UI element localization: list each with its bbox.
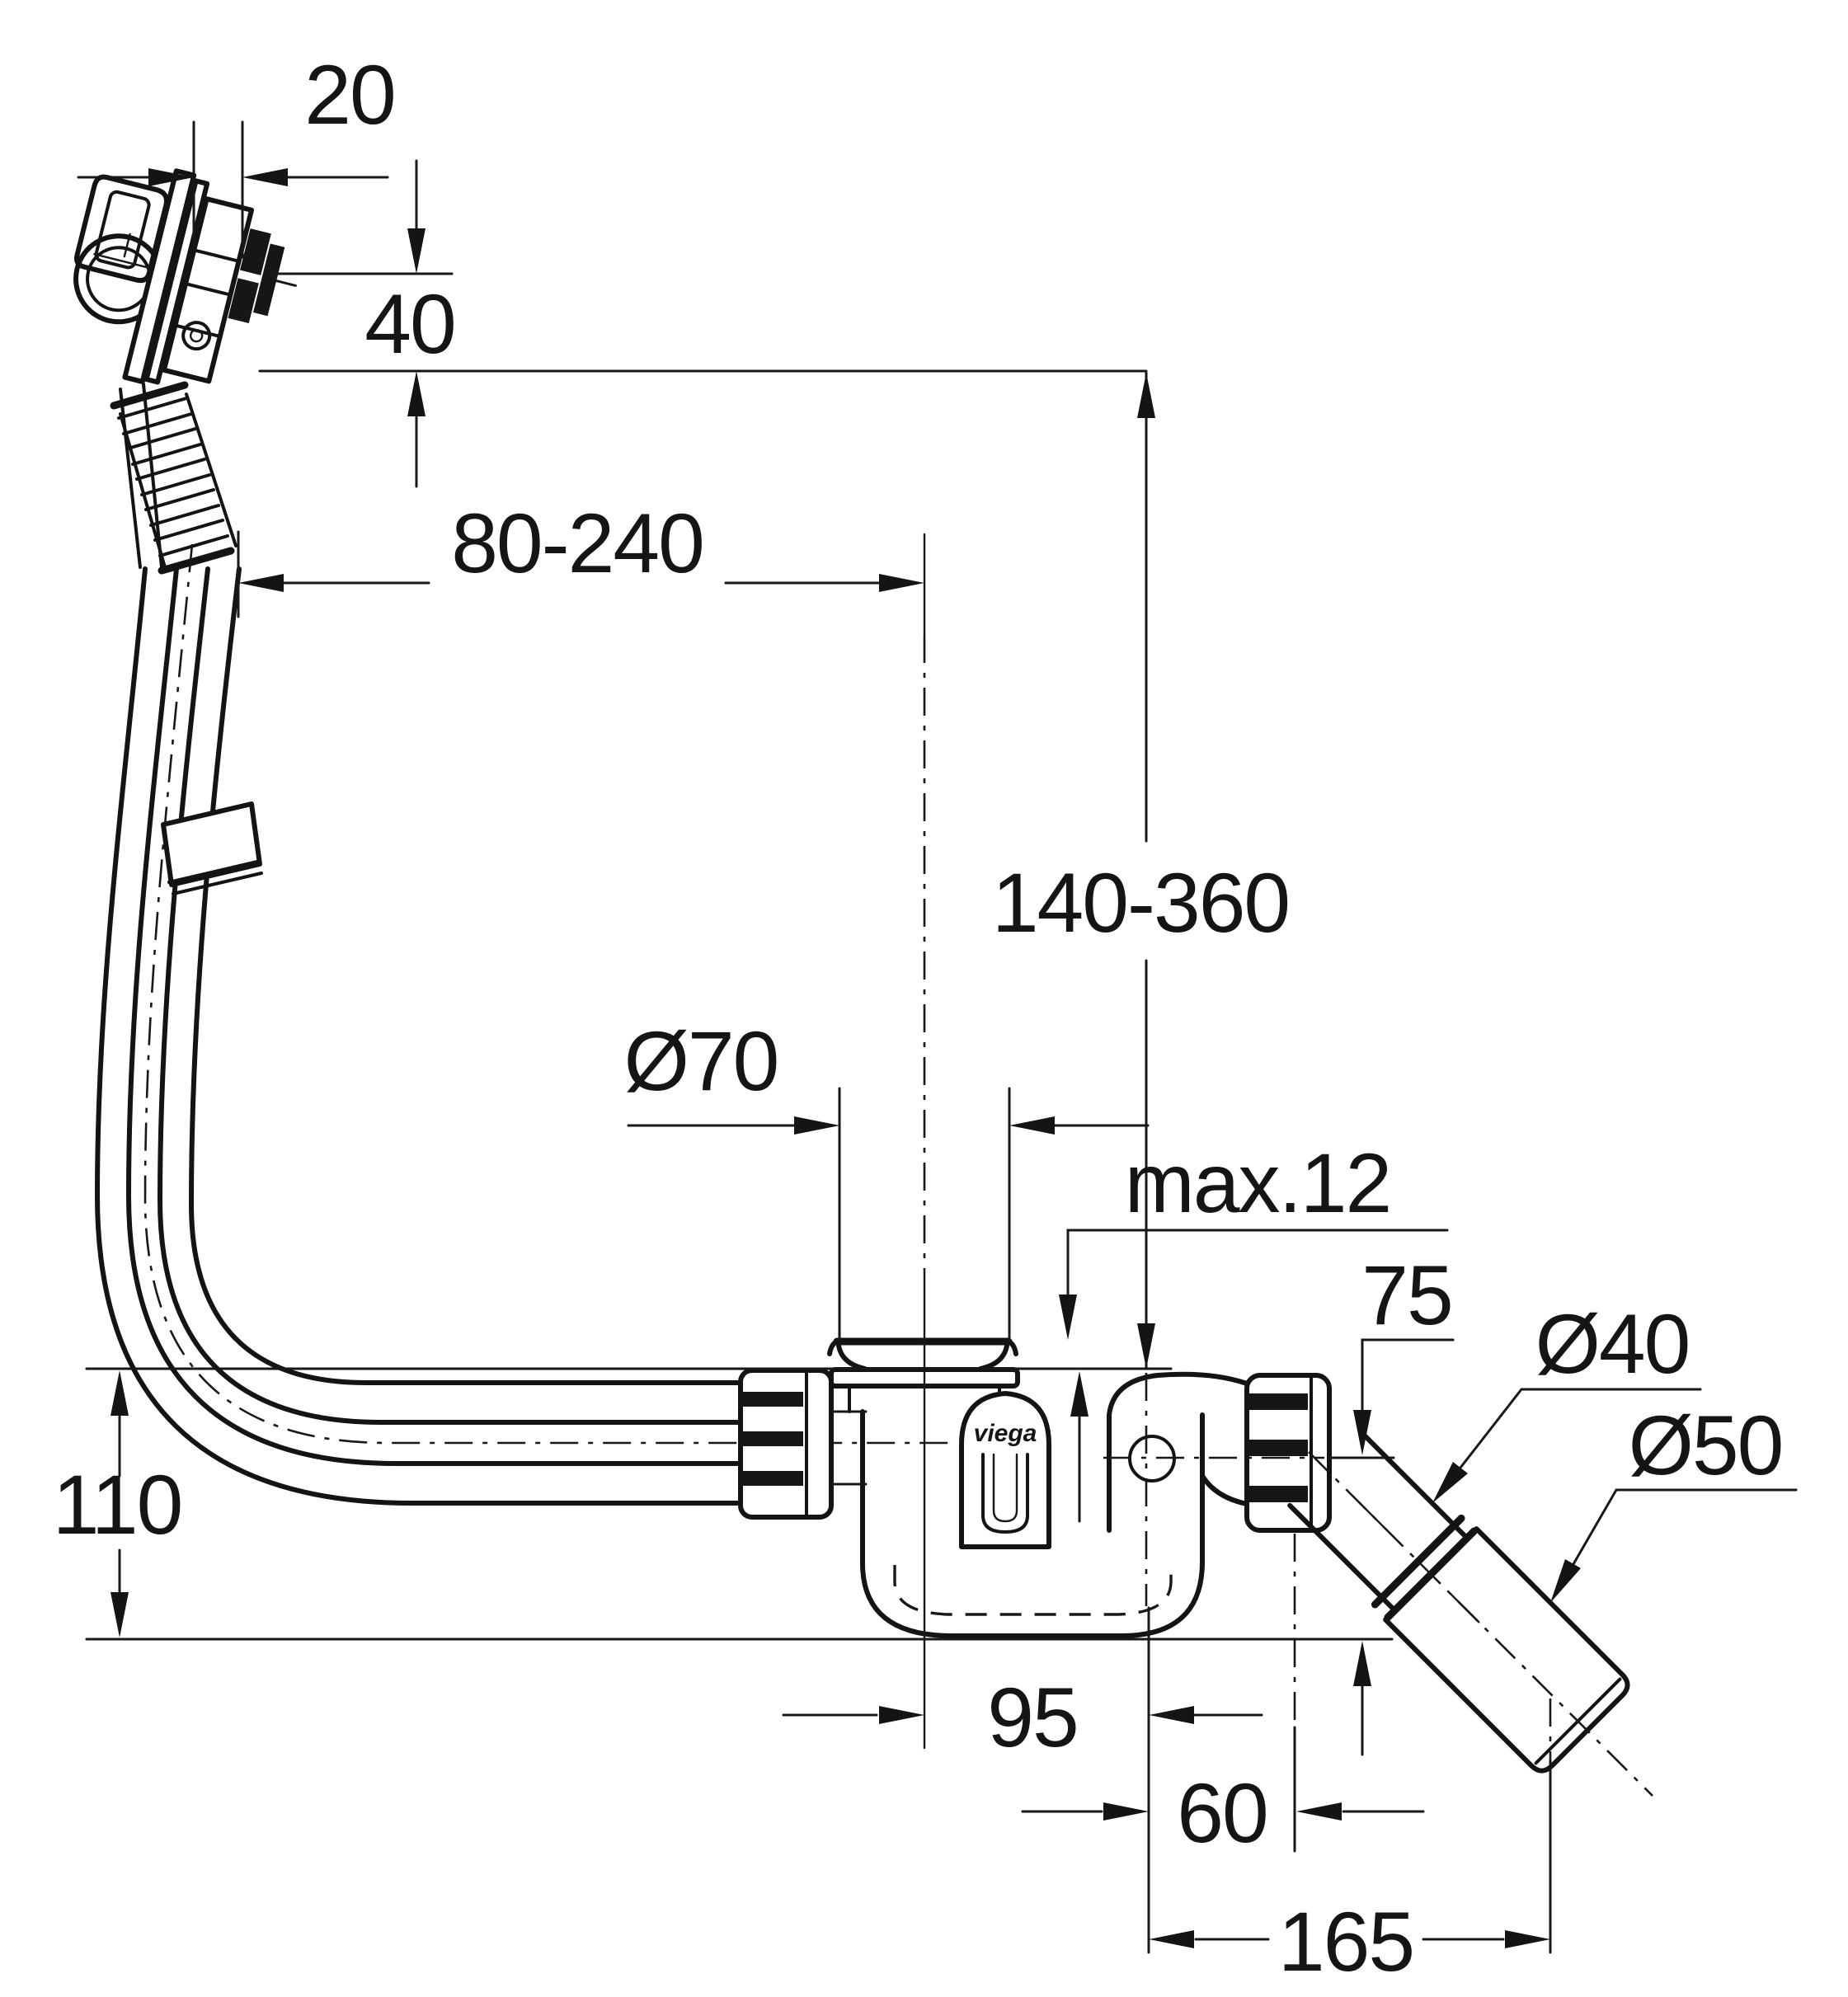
dim-label-dia50: Ø50: [1629, 1398, 1783, 1492]
dim-165: 165: [1149, 1699, 1552, 1989]
arrowhead: [879, 1706, 924, 1724]
overflow-filler-unit: [73, 168, 297, 385]
dim-label-165: 165: [1278, 1895, 1413, 1989]
dim-20: 20: [77, 48, 397, 259]
dim-max12: max.12: [1059, 1136, 1449, 1523]
arrowhead: [1070, 1371, 1089, 1417]
trap-water-line: [893, 1565, 1173, 1616]
arrowhead: [1137, 373, 1155, 418]
arrowhead: [111, 1592, 129, 1638]
dim-label-140-360: 140-360: [992, 856, 1289, 950]
arrowhead: [879, 574, 924, 592]
dim-label-95: 95: [987, 1670, 1077, 1764]
arrowhead: [1149, 1930, 1194, 1948]
elbow-union-nut: [1244, 1373, 1332, 1533]
arrowhead: [1550, 1559, 1581, 1603]
dim-110: 110: [53, 1370, 183, 1638]
dim-75: 75: [1328, 1248, 1455, 1756]
hose-coupling-sleeve: [161, 801, 263, 895]
dim-label-20: 20: [304, 48, 394, 142]
bellows-hose: [110, 381, 237, 575]
trap-body: [860, 1409, 1205, 1638]
arrowhead: [1296, 1802, 1342, 1821]
dim-95: 95: [782, 1606, 1263, 1954]
arrowhead: [407, 371, 426, 416]
dim-dia70: Ø70: [624, 1014, 1150, 1341]
dim-80-240: 80-240: [237, 496, 924, 618]
arrowhead: [1149, 1706, 1194, 1724]
dim-label-75: 75: [1361, 1248, 1451, 1342]
arrowhead: [1353, 1410, 1371, 1455]
arrowhead: [1009, 1116, 1055, 1135]
dim-dia50: Ø50: [1550, 1398, 1798, 1603]
dim-label-dia70: Ø70: [624, 1014, 778, 1108]
dim-label-60: 60: [1177, 1766, 1267, 1860]
hose-bundle: [95, 543, 955, 1506]
outlet-elbow: [1107, 1371, 1249, 1533]
hose-centerline: [143, 543, 955, 1445]
dim-label-max12: max.12: [1125, 1136, 1391, 1230]
dim-40: 40: [258, 159, 1148, 488]
arrowhead: [1353, 1641, 1371, 1686]
arrowhead: [794, 1116, 839, 1135]
dim-label-80-240: 80-240: [451, 496, 703, 590]
arrowhead: [1505, 1930, 1550, 1948]
arrowhead: [1432, 1462, 1468, 1503]
dim-dia40: Ø40: [1432, 1297, 1702, 1503]
arrowhead: [407, 228, 426, 274]
dim-60: 60: [1021, 1534, 1425, 1860]
dim-label-110: 110: [53, 1458, 182, 1552]
arrowhead: [238, 574, 284, 592]
brand-label-viega: viega: [974, 1420, 1037, 1447]
arrowhead: [1059, 1295, 1077, 1340]
dim-140-360: 140-360: [992, 371, 1291, 1370]
hose-union-nut: [738, 1368, 868, 1520]
arrowhead: [1137, 1323, 1155, 1369]
arrowhead: [1103, 1802, 1149, 1821]
viega-badge: viega: [959, 1391, 1051, 1549]
dim-label-dia40: Ø40: [1535, 1297, 1690, 1391]
outlet-axis-centerline: [1308, 1451, 1653, 1797]
arrowhead: [148, 168, 194, 186]
dim-label-40: 40: [364, 277, 454, 371]
arrowhead: [242, 168, 288, 186]
arrowhead: [111, 1370, 129, 1416]
